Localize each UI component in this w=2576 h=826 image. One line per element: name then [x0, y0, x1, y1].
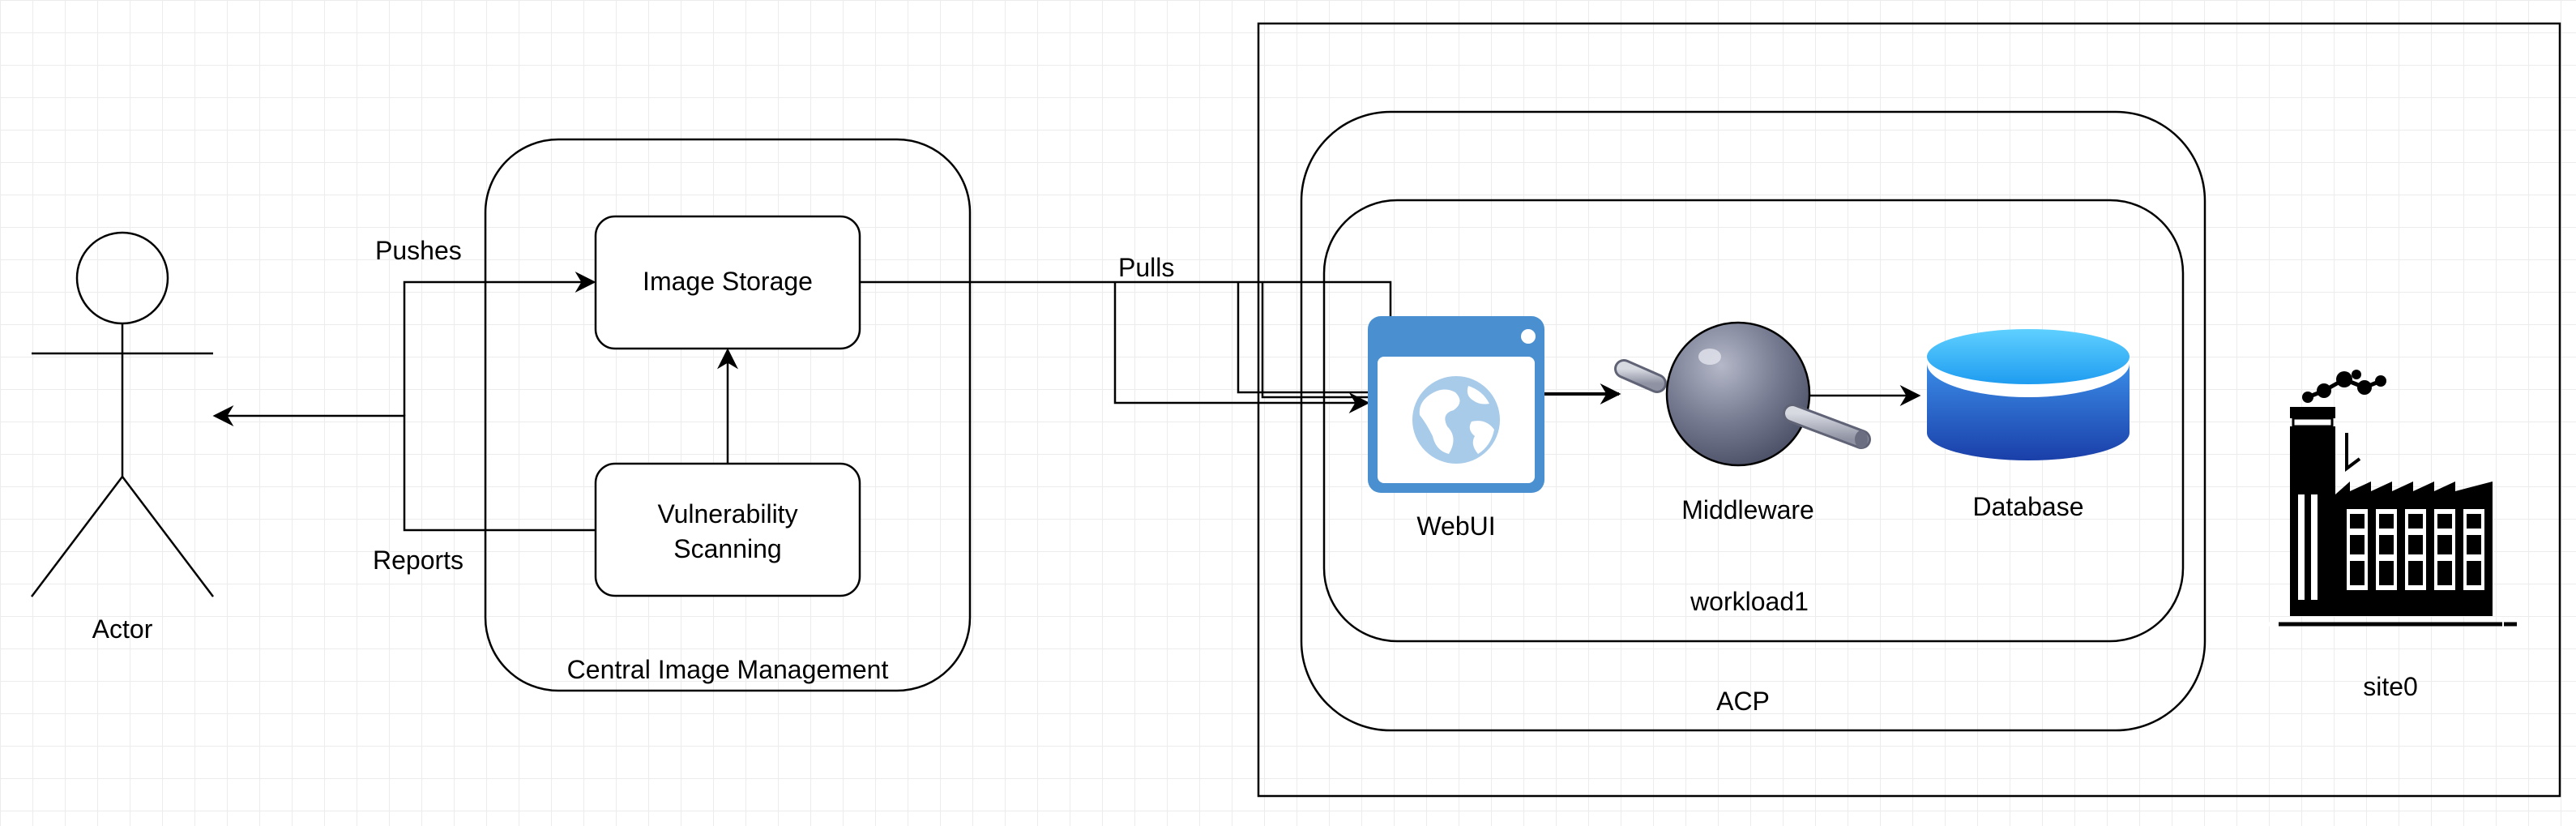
factory-icon	[2266, 370, 2517, 627]
actor	[31, 231, 214, 597]
webui-label: WebUI	[1416, 511, 1495, 541]
vulnerability-scanning-node[interactable]	[594, 462, 861, 597]
reports-edge	[212, 405, 596, 532]
central-image-management-label: Central Image Management	[567, 655, 889, 684]
pushes-edge	[403, 272, 596, 416]
site0-container	[1257, 22, 2561, 798]
pulls-label: Pulls	[1118, 253, 1174, 282]
acp-container	[1300, 110, 2206, 732]
workload1-container	[1322, 199, 2185, 643]
image-storage-label: Image Storage	[643, 267, 813, 296]
vulnerability-scanning-label-line2: Scanning	[673, 534, 781, 563]
pushes-label: Pushes	[375, 236, 462, 265]
middleware-icon[interactable]	[1614, 321, 1871, 467]
pulls-edges	[860, 280, 1392, 413]
actor-label: Actor	[92, 614, 153, 644]
vulnerability-scanning-label: Vulnerability	[657, 499, 797, 529]
acp-label: ACP	[1716, 687, 1770, 716]
actor-head	[75, 231, 169, 325]
reports-label: Reports	[373, 546, 464, 575]
database-label: Database	[1973, 492, 2084, 521]
middleware-label: Middleware	[1681, 495, 1814, 524]
database-icon[interactable]	[1927, 329, 2130, 460]
central-image-management-container	[484, 138, 972, 692]
site0-label: site0	[2363, 672, 2418, 701]
webui-icon[interactable]	[1368, 316, 1544, 493]
workload1-label: workload1	[1690, 587, 1809, 616]
